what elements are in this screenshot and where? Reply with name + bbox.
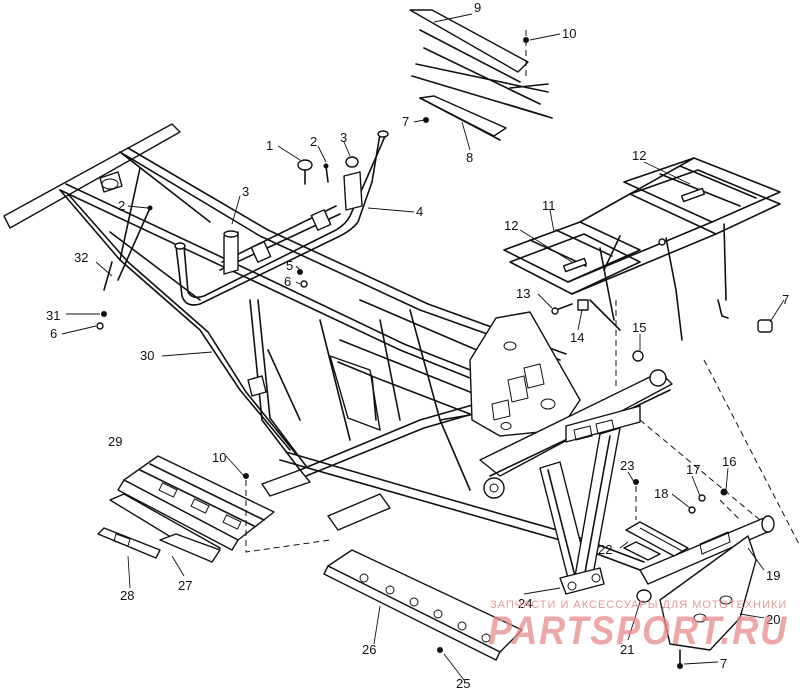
rear-gusset-plate (469, 311, 581, 437)
callout-10-lower: 10 (212, 450, 226, 465)
part-6-washer-front (96, 322, 104, 330)
part-4-handlebar-loop (174, 130, 389, 306)
part-32-rod (103, 261, 113, 291)
part-3-bushing-right (343, 156, 363, 211)
callout-14: 14 (570, 330, 584, 345)
callout-8: 8 (466, 150, 473, 165)
callout-2-top: 2 (310, 134, 317, 149)
callout-1: 1 (266, 138, 273, 153)
callout-30: 30 (140, 348, 154, 363)
callout-17: 17 (686, 462, 700, 477)
part-25-bolt (437, 647, 443, 653)
callout-3-front: 3 (242, 184, 249, 199)
part-10-bolt-lower (243, 473, 249, 479)
watermark-logo: PARTSPORT.RU (488, 609, 788, 653)
part-3-bushing-left (223, 230, 239, 275)
rear-suspension-legs (539, 427, 621, 587)
part-2-pin (323, 163, 329, 183)
callout-7-rack: 7 (782, 292, 789, 307)
callout-6-front: 6 (50, 326, 57, 341)
callout-12-right: 12 (632, 148, 646, 163)
part-15-nut (632, 350, 644, 362)
part-21-bushing (636, 589, 652, 603)
part-5-bolt (297, 269, 303, 275)
part-7-bolt-rack (757, 319, 773, 333)
callout-4: 4 (416, 204, 423, 219)
part-10-bolt-top (523, 37, 529, 43)
part-11-rear-rack (503, 157, 781, 341)
callout-25: 25 (456, 676, 470, 688)
callout-10-top: 10 (562, 26, 576, 41)
callout-3-top: 3 (340, 130, 347, 145)
part-18-bolt (688, 506, 696, 514)
part-27-guard (109, 493, 221, 563)
callout-32: 32 (74, 250, 88, 265)
part-28-plate (97, 527, 161, 559)
part-8-plate (419, 95, 507, 141)
part-22-pad (623, 521, 689, 561)
part-31-nut (101, 311, 107, 317)
callout-9: 9 (474, 0, 481, 15)
callout-22: 22 (598, 542, 612, 557)
callout-21: 21 (620, 642, 634, 657)
callout-15: 15 (632, 320, 646, 335)
callout-13: 13 (516, 286, 530, 301)
part-23-bolt (633, 479, 639, 485)
callout-2-front: 2 (118, 198, 125, 213)
callout-7-top: 7 (402, 114, 409, 129)
part-7-bolt-top (423, 117, 429, 123)
watermark-tagline: ЗАПЧАСТИ И АКСЕССУАРЫ ДЛЯ МОТОТЕХНИКИ (490, 599, 787, 611)
rear-cross-member (479, 369, 673, 499)
callout-6-mid: 6 (284, 274, 291, 289)
callout-11: 11 (542, 198, 556, 213)
part-13-bolt (551, 303, 573, 315)
callout-18: 18 (654, 486, 668, 501)
callout-29: 29 (108, 434, 122, 449)
part-1-knob (297, 159, 313, 185)
callout-12-left: 12 (504, 218, 518, 233)
part-6-washer-mid (300, 280, 308, 288)
front-skid-left (261, 469, 311, 497)
part-7-bolt-lower (677, 649, 683, 669)
part-24-pivot-bracket (559, 567, 605, 595)
callout-23: 23 (620, 458, 634, 473)
callout-31: 31 (46, 308, 60, 323)
part-26-skid-plate (323, 549, 523, 661)
part-19-rear-guard-bar (639, 515, 775, 585)
callout-19: 19 (766, 568, 780, 583)
front-skid-right (327, 493, 391, 531)
part-14-bracket (577, 299, 589, 311)
callout-28: 28 (120, 588, 134, 603)
part-9-bracket (409, 9, 553, 119)
callout-5: 5 (286, 258, 293, 273)
part-20-guard-plate (659, 535, 757, 651)
callout-20: 20 (766, 612, 780, 627)
part-17-washer (698, 494, 706, 502)
part-29-footrest (117, 455, 275, 551)
callout-16: 16 (722, 454, 736, 469)
callout-26: 26 (362, 642, 376, 657)
callout-7-lower: 7 (720, 656, 727, 671)
callout-24: 24 (518, 596, 532, 611)
callout-27: 27 (178, 578, 192, 593)
